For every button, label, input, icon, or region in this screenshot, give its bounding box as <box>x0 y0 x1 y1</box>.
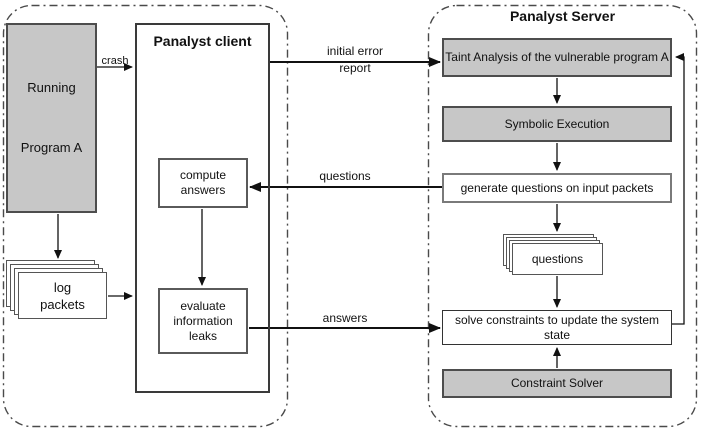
answers-arrow-label: answers <box>322 311 368 325</box>
evaluate-information-leaks-box: evaluate information leaks <box>158 288 248 354</box>
initial-error-label-line1: initial error <box>326 44 383 58</box>
panalyst-client-box: Panalyst client <box>135 23 270 393</box>
panalyst-server-title: Panalyst Server <box>509 8 616 24</box>
server-group-border <box>427 4 698 428</box>
initial-error-report-label: initial error report <box>300 43 410 77</box>
arrow-feedback-solve-to-taint <box>672 53 685 325</box>
log-packets-label-line1: log <box>53 279 72 295</box>
program-a-label: Program A <box>20 140 83 155</box>
questions-stack-label: questions <box>531 252 584 266</box>
log-packets-label-line2: packets <box>40 296 85 312</box>
solve-constraints-box: solve constraints to update the system s… <box>442 310 672 345</box>
client-group-border <box>2 4 289 428</box>
running-program-box: Running Program A <box>6 23 97 213</box>
questions-arrow-label: questions <box>319 169 371 183</box>
taint-analysis-box: Taint Analysis of the vulnerable program… <box>442 38 672 77</box>
symbolic-execution-box: Symbolic Execution <box>442 106 672 142</box>
log-packets-front-sheet: log packets <box>18 272 107 319</box>
running-label: Running <box>27 80 76 95</box>
questions-front-sheet: questions <box>512 243 603 275</box>
compute-answers-box: compute answers <box>158 158 248 208</box>
initial-error-label-line2: report <box>339 61 371 75</box>
constraint-solver-box: Constraint Solver <box>442 369 672 398</box>
panalyst-client-title: Panalyst client <box>153 33 252 49</box>
generate-questions-box: generate questions on input packets <box>442 173 672 203</box>
crash-arrow-label: crash <box>101 55 129 67</box>
